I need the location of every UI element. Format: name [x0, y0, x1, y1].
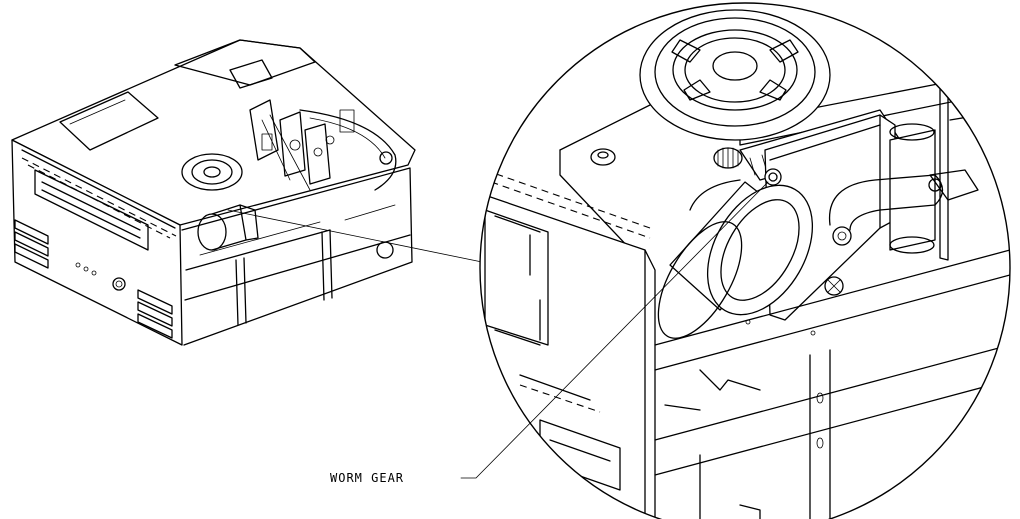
magnified-detail — [479, 2, 1011, 519]
magnifier-circle — [479, 2, 1011, 519]
vent-grille-right — [137, 289, 173, 339]
motor-cylinder — [657, 179, 814, 339]
front-bezel-magnified — [480, 189, 656, 519]
magnifier-leader-line — [227, 209, 483, 263]
side-post — [889, 129, 936, 251]
cartridge-slot — [34, 169, 149, 251]
washer — [590, 148, 616, 166]
vent-grille-left — [14, 219, 49, 269]
callout-leader-line — [460, 181, 769, 479]
callout-label: WORM GEAR — [330, 471, 404, 485]
worm-gear-access-hole — [764, 168, 782, 186]
drive-spindle — [639, 9, 831, 141]
bezel-window — [484, 209, 549, 346]
pinion-gear — [713, 147, 743, 169]
eject-button — [112, 277, 126, 291]
front-bezel — [11, 139, 183, 346]
tape-drive-overview — [11, 39, 416, 346]
worm-gear-callout: WORM GEAR — [330, 181, 769, 485]
